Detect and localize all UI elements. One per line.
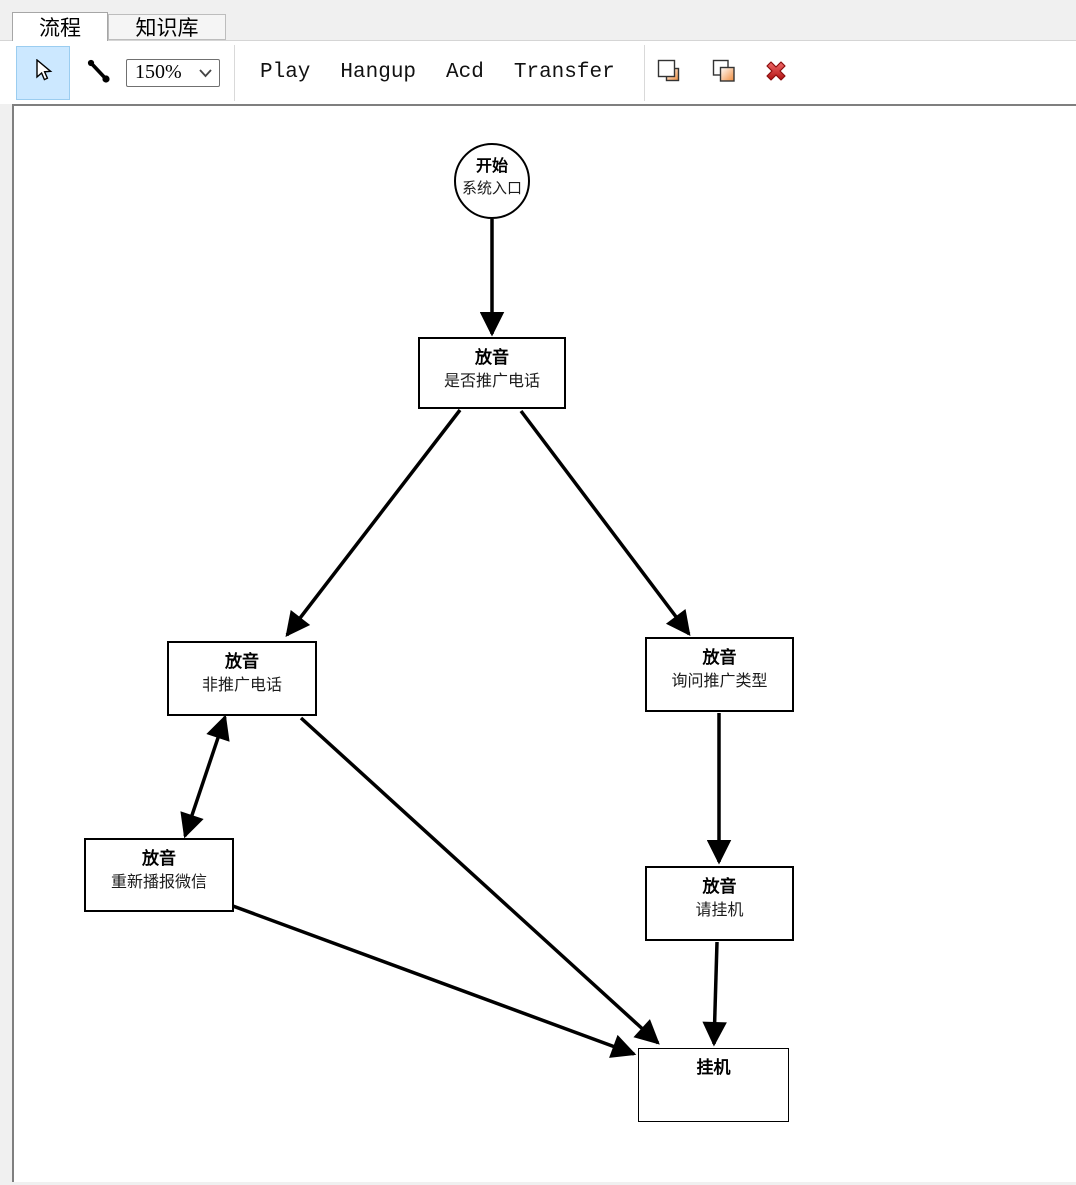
- node-check-promo-title: 放音: [475, 348, 509, 367]
- edge-rebroadcast-to-hangup[interactable]: [221, 900, 637, 1058]
- node-ask-promo-type[interactable]: 放音 询问推广类型: [645, 637, 794, 712]
- tab-knowledge-base-label: 知识库: [135, 16, 199, 40]
- node-non-promo-subtitle: 非推广电话: [201, 677, 282, 694]
- node-hangup-title: 挂机: [696, 1058, 731, 1077]
- play-button[interactable]: Play: [245, 53, 325, 93]
- toolbar: 150% Play Hangup Acd Transfer: [0, 41, 1076, 104]
- flow-canvas[interactable]: 开始 系统入口 放音 是否推广电话 放音 非推广电话 放音 询问推广类型 放音 …: [12, 104, 1076, 1182]
- node-rebroadcast-wechat-title: 放音: [142, 849, 176, 868]
- node-start-subtitle: 系统入口: [461, 181, 522, 197]
- zoom-level-value: 150%: [135, 61, 182, 83]
- flow-edges-layer: [180, 219, 732, 1058]
- window-bottom-edge: [0, 1182, 1076, 1185]
- node-please-hangup-subtitle: 请挂机: [695, 902, 744, 919]
- node-rebroadcast-wechat[interactable]: 放音 重新播报微信: [84, 838, 234, 912]
- tab-bar-divider: [0, 40, 1076, 41]
- node-check-promo-subtitle: 是否推广电话: [443, 373, 540, 390]
- tab-process-label: 流程: [39, 16, 81, 40]
- node-ask-promo-type-title: 放音: [702, 648, 737, 667]
- node-please-hangup[interactable]: 放音 请挂机: [645, 866, 794, 941]
- acd-button[interactable]: Acd: [431, 53, 499, 93]
- toolbar-separator: [234, 44, 235, 101]
- edge-check-to-asktype[interactable]: [519, 409, 691, 636]
- zoom-level-select[interactable]: 150%: [126, 58, 220, 87]
- copy-button[interactable]: [655, 58, 685, 88]
- node-ask-promo-type-subtitle: 询问推广类型: [671, 673, 768, 690]
- node-check-promo[interactable]: 放音 是否推广电话: [418, 337, 566, 409]
- delete-x-icon: [762, 57, 790, 88]
- connector-line-icon: [86, 57, 112, 88]
- delete-button[interactable]: [761, 58, 791, 88]
- edge-pleasehangup-to-hangup[interactable]: [702, 941, 727, 1047]
- transfer-button[interactable]: Transfer: [499, 53, 630, 93]
- edge-nonpromo-rebroadcast-bidirectional[interactable]: [180, 714, 230, 839]
- toolbar-separator-2: [643, 44, 645, 101]
- connector-tool-button[interactable]: [82, 56, 116, 90]
- tab-process[interactable]: 流程: [12, 12, 108, 41]
- chevron-down-icon: [198, 61, 213, 84]
- paste-button[interactable]: [709, 58, 739, 88]
- node-start-title: 开始: [475, 158, 508, 175]
- node-please-hangup-title: 放音: [702, 877, 737, 896]
- hangup-button[interactable]: Hangup: [325, 53, 431, 93]
- select-tool-button[interactable]: [16, 45, 70, 100]
- node-hangup[interactable]: 挂机: [638, 1048, 789, 1122]
- cursor-arrow-icon: [32, 58, 54, 86]
- node-start[interactable]: 开始 系统入口: [454, 143, 530, 219]
- node-non-promo-title: 放音: [225, 652, 259, 671]
- paste-icon: [711, 57, 737, 88]
- node-rebroadcast-wechat-subtitle: 重新播报微信: [110, 874, 207, 891]
- edge-check-to-nonpromo[interactable]: [285, 408, 462, 637]
- copy-icon: [657, 57, 683, 88]
- tab-knowledge-base[interactable]: 知识库: [108, 14, 226, 40]
- node-non-promo[interactable]: 放音 非推广电话: [167, 641, 317, 716]
- edge-nonpromo-to-hangup[interactable]: [299, 716, 660, 1045]
- tab-bar: 流程 知识库: [0, 0, 1076, 41]
